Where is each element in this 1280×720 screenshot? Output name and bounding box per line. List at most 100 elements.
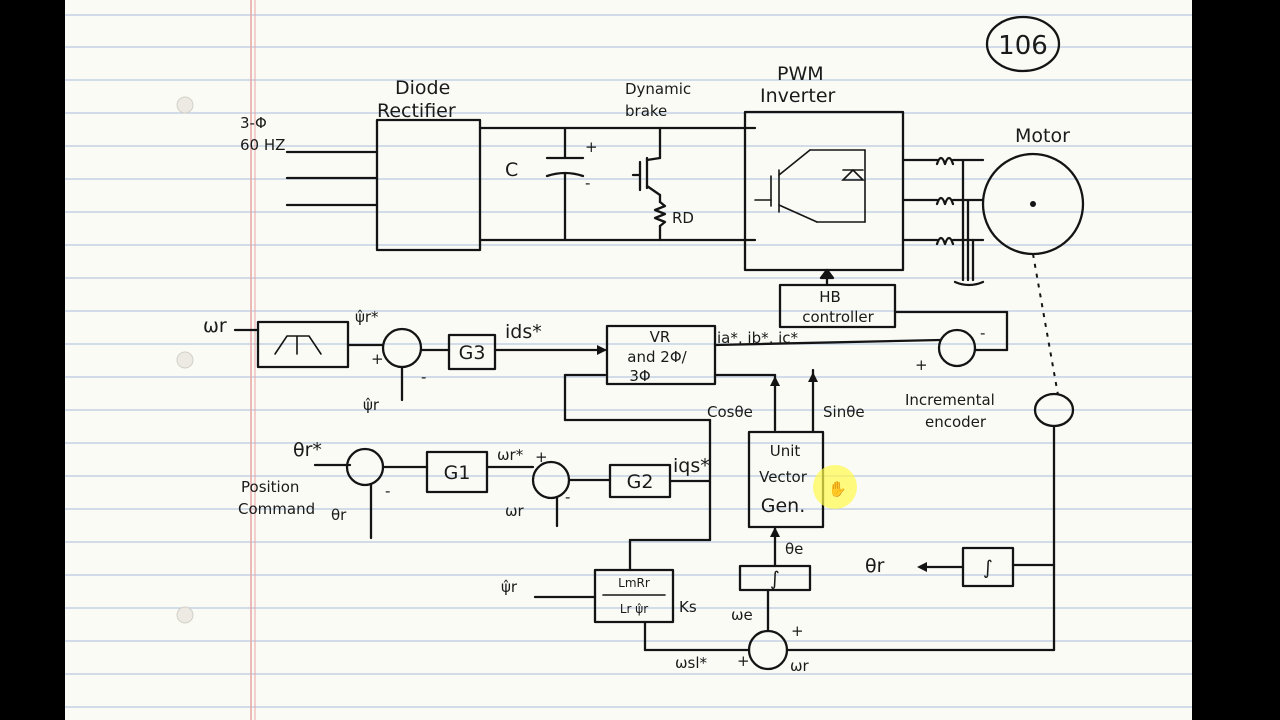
position-summer-minus: -	[385, 482, 390, 500]
motor-shaft	[1030, 201, 1036, 207]
hb-label-1: HB	[819, 288, 841, 306]
punch-hole	[176, 351, 194, 369]
slip-to-summer-path	[643, 620, 751, 652]
hb-controller-block	[778, 283, 897, 329]
capacitor-minus: -	[585, 174, 590, 192]
g3-block	[447, 333, 497, 371]
speed-summer-minus: -	[565, 488, 570, 506]
motor-phase-lines	[901, 156, 985, 287]
g1-block	[425, 450, 489, 494]
punch-hole	[176, 606, 194, 624]
theta-fb-label: θr	[331, 506, 347, 524]
g1-label: G1	[444, 462, 471, 484]
g3-label: G3	[459, 342, 486, 364]
ids-arrow	[597, 345, 607, 355]
theta-r-integrator-symbol: ∫	[983, 557, 993, 579]
wr-ref-label: ωr*	[497, 446, 524, 464]
theta-out-label: θr	[865, 555, 885, 577]
page-number: 106	[998, 31, 1048, 61]
diode-rectifier-block	[375, 118, 482, 252]
ac-source-lines	[285, 150, 379, 207]
inverter-switch-symbol	[754, 149, 866, 223]
inverter-label-1: PWM	[777, 63, 824, 85]
flux-summer-minus: -	[421, 368, 426, 386]
flux-summer-plus: +	[371, 350, 384, 368]
current-summer	[937, 328, 977, 368]
speed-summer	[531, 460, 571, 500]
uv-label-1: Unit	[770, 442, 801, 460]
slip-summer	[747, 629, 789, 671]
capacitor-plus: +	[585, 138, 598, 156]
inverter-label-2: Inverter	[760, 85, 836, 107]
flux-summer	[381, 327, 423, 369]
ks-label: Ks	[679, 598, 697, 616]
uv-label-2: Vector	[759, 468, 808, 486]
wr-input-label: ωr	[203, 315, 227, 337]
flux-profile-curve	[274, 335, 322, 355]
pwm-inverter-block	[743, 110, 905, 272]
flux-ref-label: ψ̂r*	[355, 308, 379, 326]
brake-label-1: Dynamic	[625, 80, 691, 98]
psi-in-label: ψ̂r	[501, 578, 518, 596]
sin-arrow	[808, 372, 818, 382]
notebook-page: 106 3-Φ 60 HZ Diode Rectifier C + - Dyna…	[65, 0, 1192, 720]
vr-label-3: 3Φ	[629, 367, 650, 385]
theta-ref-label: θr*	[293, 439, 322, 461]
we-label: ωe	[731, 606, 753, 624]
vector-rotator-block	[605, 324, 717, 386]
rectifier-label-2: Rectifier	[377, 100, 456, 122]
wr-bottom-label: ωr	[790, 657, 810, 675]
cos-arrow	[770, 376, 780, 386]
theta-e-label: θe	[785, 540, 803, 558]
ids-label: ids*	[505, 321, 542, 343]
punch-hole	[176, 96, 194, 114]
current-feedback-path	[893, 310, 1009, 352]
ruled-lines	[65, 14, 1192, 708]
wsl-label: ωsl*	[675, 654, 708, 672]
encoder-label-1: Incremental	[905, 391, 995, 409]
encoder-label-2: encoder	[925, 413, 987, 431]
brake-resistor-label: RD	[672, 209, 694, 227]
hand-cursor-icon: ✋	[828, 480, 847, 498]
vr-label-1: VR	[650, 328, 671, 346]
slip-summer-plus: +	[737, 652, 750, 670]
position-summer	[345, 447, 385, 487]
current-ref-label: ia*, ib*, ic*	[717, 329, 799, 347]
uv-label-3: Gen.	[761, 495, 806, 517]
source-label-phase: 3-Φ	[240, 114, 267, 132]
current-ref-line	[713, 338, 942, 347]
slip-denominator: Lr ψ̂r	[620, 602, 648, 616]
g2-label: G2	[627, 471, 654, 493]
theta-e-arrow	[770, 527, 780, 537]
slip-numerator: LmRr	[618, 576, 650, 590]
block-diagram: 106 3-Φ 60 HZ Diode Rectifier C + - Dyna…	[65, 0, 1192, 720]
cursor-highlight	[813, 465, 857, 509]
encoder-feedback-path	[785, 424, 1056, 652]
page-number-circle	[985, 15, 1061, 73]
slip-summer-plus-2: +	[791, 622, 804, 640]
hb-label-2: controller	[802, 308, 874, 326]
iqs-to-slip-path	[628, 479, 712, 572]
current-summer-plus: +	[915, 356, 928, 374]
motor-label: Motor	[1015, 125, 1070, 147]
position-label-1: Position	[241, 478, 299, 496]
hb-to-inverter	[819, 268, 835, 287]
brake-transistor	[631, 126, 667, 242]
brake-label-2: brake	[625, 102, 667, 120]
position-label-2: Command	[238, 500, 315, 518]
dc-bus	[478, 126, 757, 242]
capacitor-label: C	[505, 159, 518, 181]
vr-label-2: and 2Φ/	[627, 348, 687, 366]
theta-e-integrator-symbol: ∫	[770, 568, 780, 590]
speed-summer-plus: +	[535, 448, 548, 466]
motor-encoder-link	[1032, 253, 1059, 396]
iqs-label: iqs*	[673, 455, 710, 477]
current-summer-minus: -	[980, 324, 985, 342]
cos-label: Cosθe	[707, 403, 753, 421]
flux-feedback-label: ψ̂r	[363, 396, 380, 414]
wr-fb-label: ωr	[505, 502, 525, 520]
rectifier-label-1: Diode	[395, 77, 450, 99]
theta-out-arrow	[917, 562, 927, 572]
source-label-frequency: 60 HZ	[240, 136, 285, 154]
sin-label: Sinθe	[823, 403, 865, 421]
